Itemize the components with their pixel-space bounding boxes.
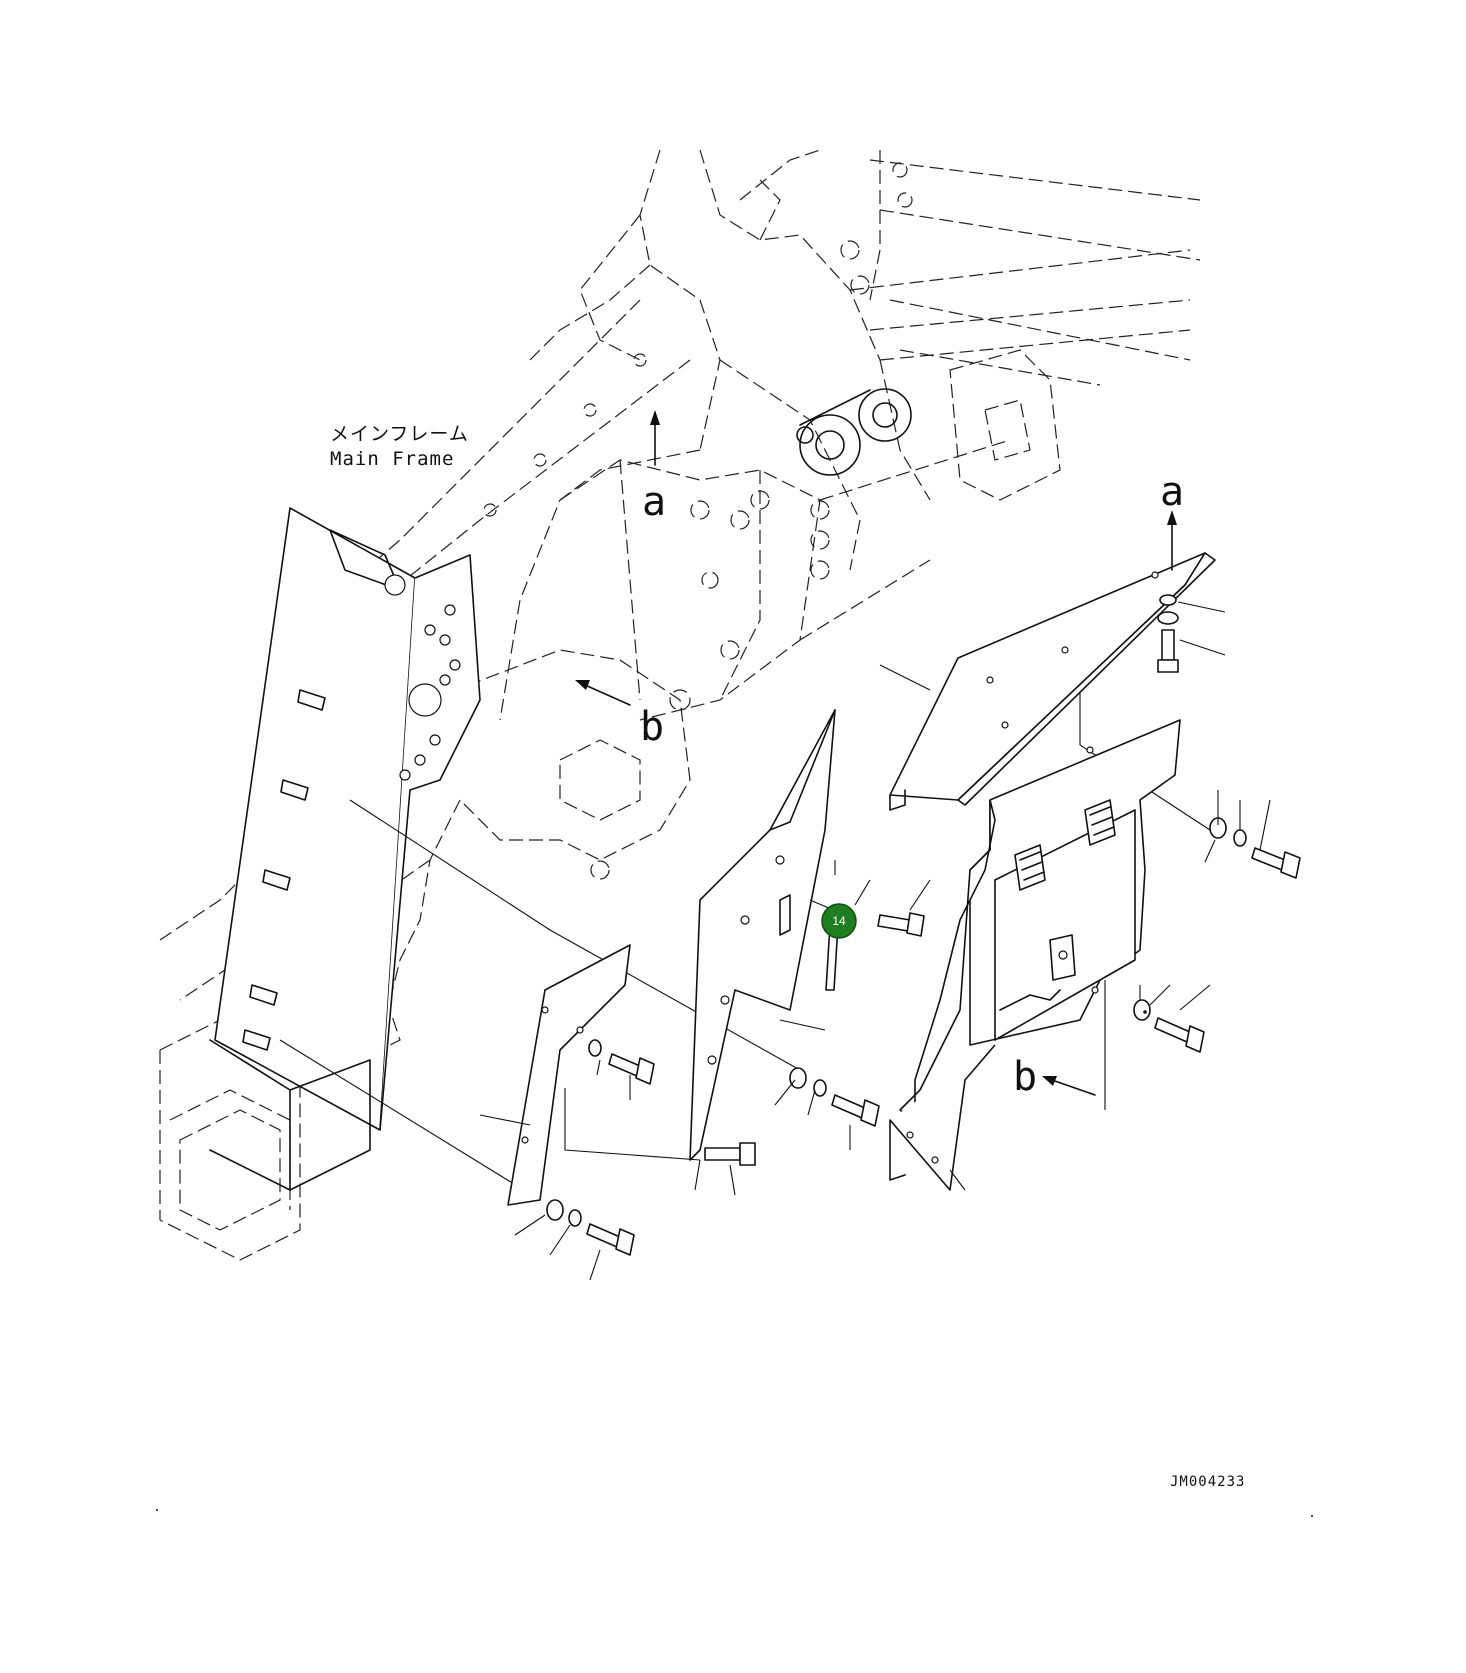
frame-label-jp: メインフレーム — [330, 423, 469, 445]
bolt-icon — [877, 912, 925, 937]
view-marker-a-lower: a — [1160, 469, 1184, 515]
bolt-icon — [1157, 611, 1179, 673]
washer-icon — [588, 1039, 602, 1057]
latch-icon — [1049, 934, 1076, 981]
hinge-left-icon — [1014, 844, 1046, 891]
corner-mark — [156, 1509, 158, 1511]
part-callout-14[interactable]: 14 — [821, 903, 857, 939]
view-arrow-a-upper — [650, 410, 660, 466]
corner-mark — [1311, 1515, 1313, 1517]
washer-icon — [546, 1199, 582, 1227]
bolt-icon — [1251, 847, 1301, 879]
view-marker-a-upper: a — [642, 479, 666, 525]
bolt-icon — [704, 1142, 756, 1166]
bolt-icon — [1154, 1017, 1205, 1053]
frame-label-en: Main Frame — [330, 448, 454, 470]
boom-pivot — [796, 388, 912, 476]
large-right-cover — [889, 719, 1181, 1191]
washer-icon — [789, 1067, 827, 1097]
callout-number: 14 — [832, 914, 846, 928]
drawing-code: JM004233 — [1170, 1474, 1245, 1490]
fasteners — [546, 594, 1301, 1256]
bolt-icon — [831, 1094, 880, 1127]
main-frame-outline — [159, 149, 1201, 1261]
lower-left-panel — [507, 944, 631, 1206]
view-marker-b-lower: b — [1013, 1054, 1037, 1100]
bolt-icon — [586, 1223, 635, 1256]
leader-lines — [479, 601, 1271, 1281]
middle-cover-panel — [689, 709, 836, 1161]
frame-member-holes — [399, 604, 461, 781]
view-arrow-b-upper — [575, 680, 631, 706]
view-marker-b-upper: b — [640, 704, 664, 750]
hinge-right-icon — [1084, 799, 1116, 846]
left-frame-member — [209, 507, 481, 1191]
washer-icon — [1159, 594, 1177, 606]
washer-icon — [1143, 1010, 1147, 1014]
bolt-icon — [608, 1053, 655, 1085]
washer-icon — [1209, 817, 1247, 847]
top-cover-plate — [889, 552, 1216, 811]
view-arrow-b-lower — [1042, 1076, 1096, 1096]
washer-icon — [1133, 999, 1151, 1021]
view-arrow-a-lower — [1167, 510, 1177, 571]
